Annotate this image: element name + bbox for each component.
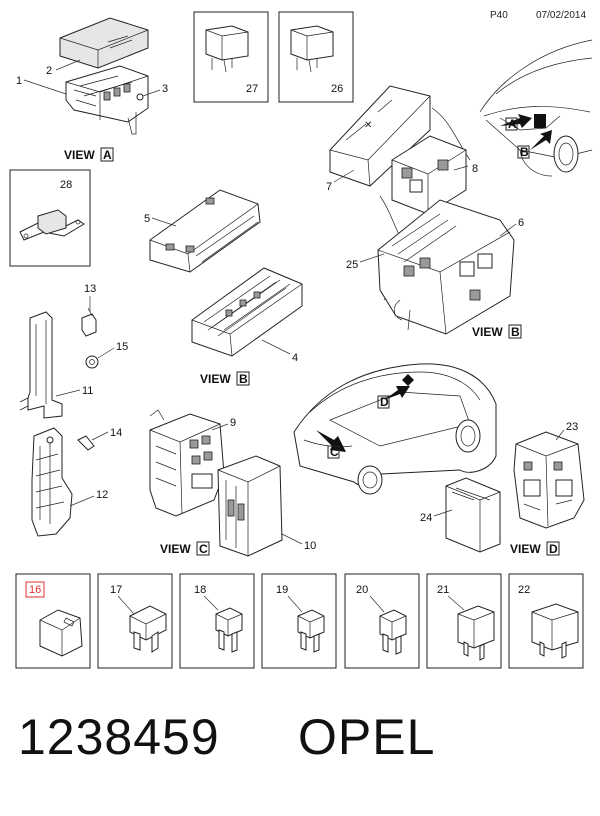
- callout-3: 3: [162, 83, 168, 95]
- item-19-box: 19: [261, 573, 337, 669]
- fusebox-view-b: 5 4 VIEW B: [144, 189, 303, 386]
- callout-6: 6: [518, 217, 524, 229]
- callout-17: 17: [110, 584, 122, 596]
- item-28-box: 28: [9, 169, 91, 267]
- callout-21: 21: [437, 584, 449, 596]
- callout-23: 23: [566, 421, 578, 433]
- view-c-label: VIEW: [160, 542, 191, 556]
- view-a-label: VIEW: [64, 148, 95, 162]
- callout-20: 20: [356, 584, 368, 596]
- relay-26-box: 26: [278, 11, 354, 103]
- callout-24: 24: [420, 512, 432, 524]
- bracket-assembly: 13 15 11: [19, 283, 128, 419]
- marker-c: C: [330, 445, 339, 459]
- callout-7: 7: [326, 181, 332, 193]
- car-rear-view: C D: [293, 363, 497, 495]
- page-date: 07/02/2014: [536, 10, 586, 21]
- callout-16: 16: [29, 584, 41, 596]
- callout-8: 8: [472, 163, 478, 175]
- view-b-label: VIEW: [200, 372, 231, 386]
- view-d-letter: D: [549, 542, 558, 556]
- callout-27: 27: [246, 83, 258, 95]
- marker-a: A: [508, 117, 517, 131]
- holder-assembly: 14 12: [31, 427, 122, 537]
- view-a-letter: A: [103, 148, 112, 162]
- callout-14: 14: [110, 427, 122, 439]
- relay-27-box: 27: [193, 11, 269, 103]
- view-b2-label: VIEW: [472, 325, 503, 339]
- view-b-letter: B: [239, 372, 248, 386]
- page-code: P40: [490, 10, 508, 21]
- car-front-view: A B: [479, 39, 593, 177]
- view-b2-letter: B: [511, 325, 520, 339]
- marker-d: D: [380, 395, 389, 409]
- callout-28: 28: [60, 179, 72, 191]
- callout-2: 2: [46, 65, 52, 77]
- callout-10: 10: [304, 540, 316, 552]
- view-d-label: VIEW: [510, 542, 541, 556]
- item-18-box: 18: [179, 573, 255, 669]
- view-c-letter: C: [199, 542, 208, 556]
- callout-26: 26: [331, 83, 343, 95]
- marker-b: B: [520, 145, 529, 159]
- callout-11: 11: [82, 385, 93, 397]
- callout-15: 15: [116, 341, 128, 353]
- callout-13: 13: [84, 283, 96, 295]
- item-22-box: 22: [508, 573, 584, 669]
- callout-9: 9: [230, 417, 236, 429]
- callout-1: 1: [16, 75, 22, 87]
- item-20-box: 20: [344, 573, 420, 669]
- fusebox-view-c: 9 10 VIEW C: [149, 409, 316, 557]
- callout-22: 22: [518, 584, 530, 596]
- callout-5: 5: [144, 213, 150, 225]
- item-16-box: 16: [15, 573, 91, 669]
- svg-text:✕: ✕: [364, 120, 372, 131]
- engine-compartment-assembly: ✕ 7 8 6 25 VIEW B: [326, 85, 524, 339]
- fusebox-view-a: 1 2 3 VIEW A: [16, 17, 168, 162]
- fusebox-view-d: 23 24 VIEW D: [420, 421, 585, 556]
- part-number: 1238459: [18, 709, 220, 765]
- brand-name: OPEL: [298, 709, 436, 765]
- callout-12: 12: [96, 489, 108, 501]
- callout-19: 19: [276, 584, 288, 596]
- callout-18: 18: [194, 584, 206, 596]
- callout-4: 4: [292, 352, 298, 364]
- item-21-box: 21: [426, 573, 502, 669]
- callout-25: 25: [346, 259, 358, 271]
- item-17-box: 17: [97, 573, 173, 669]
